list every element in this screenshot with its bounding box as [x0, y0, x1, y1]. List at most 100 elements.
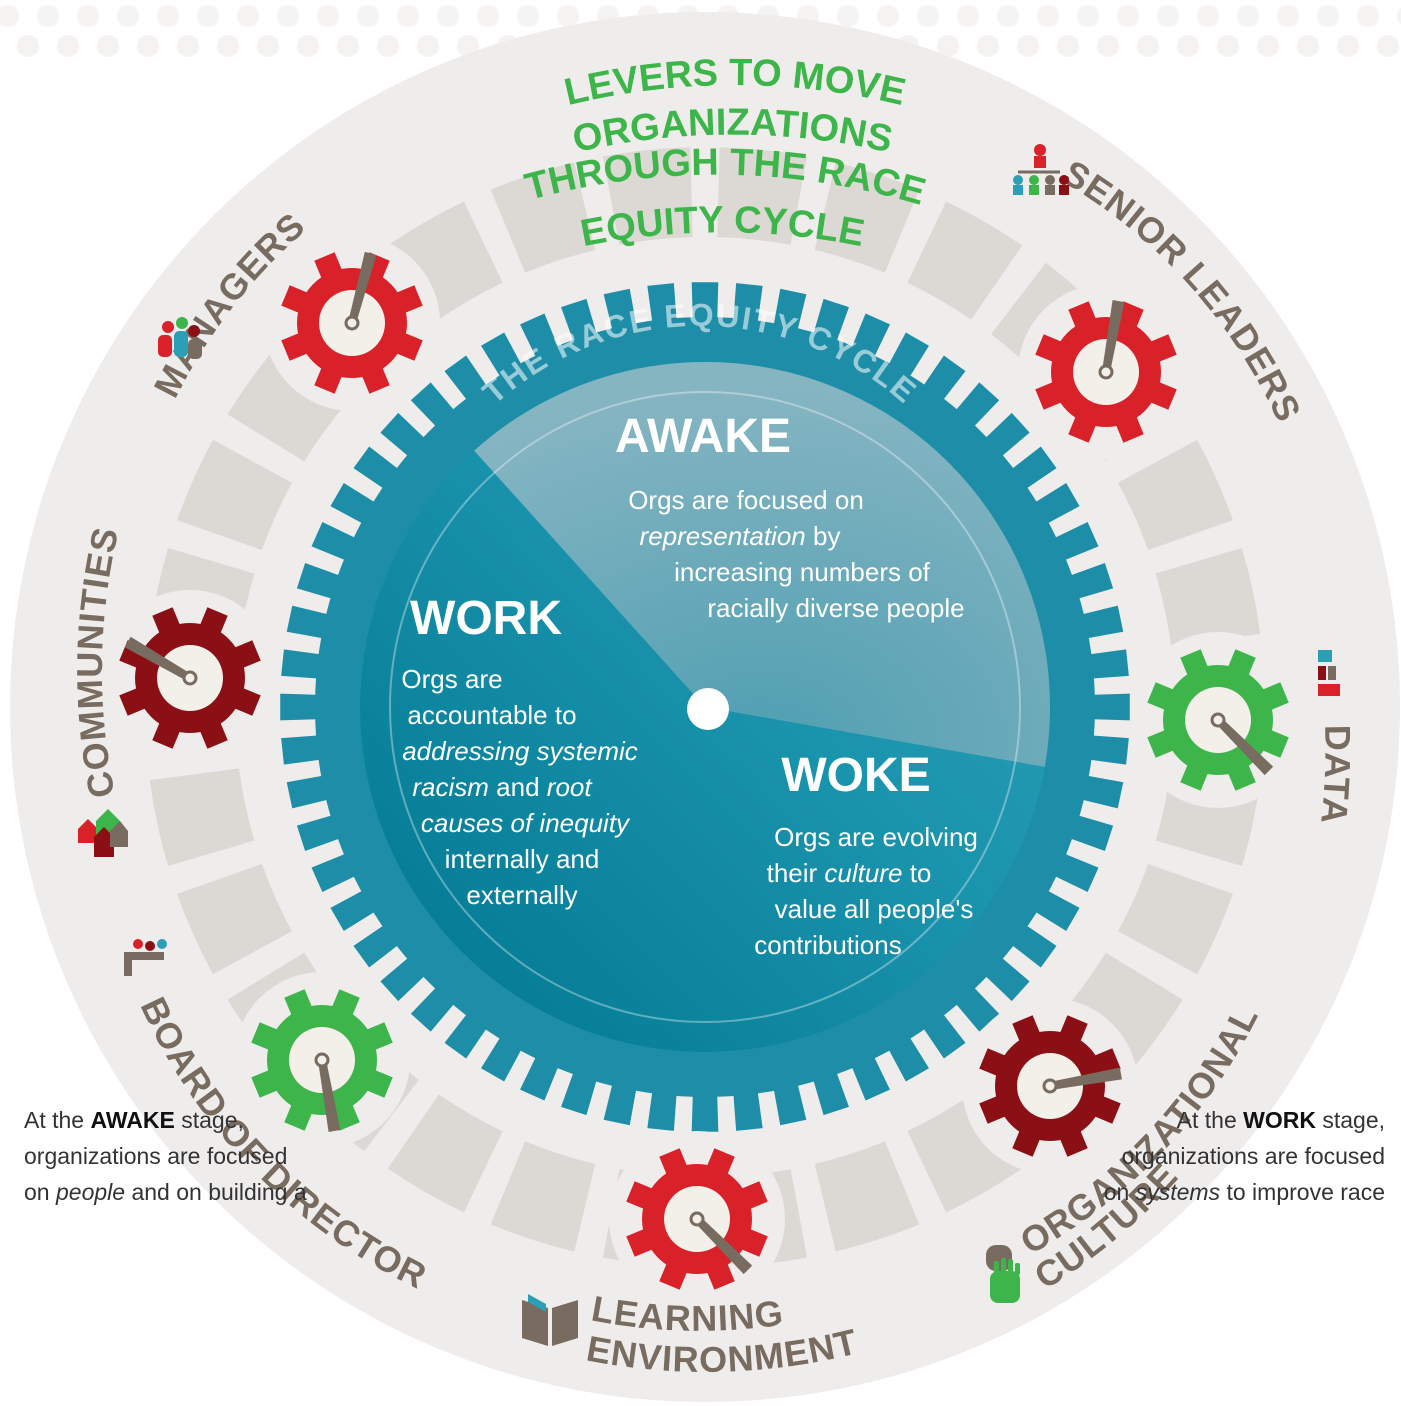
gear-pin: [1098, 364, 1114, 380]
gear-tooth: [812, 298, 849, 345]
dot: [57, 35, 79, 57]
gear-cog: [704, 1257, 735, 1290]
gear-pin: [689, 1211, 705, 1227]
dot: [997, 5, 1019, 27]
gear-cog: [228, 640, 261, 671]
gear-handle: [694, 1216, 753, 1275]
description-line: Orgs are focused on: [628, 485, 864, 515]
gear-tooth: [481, 332, 524, 380]
gear-handle: [1049, 1067, 1122, 1090]
gear-cog: [314, 252, 345, 285]
gear-tooth: [380, 412, 428, 459]
track-block: [1062, 952, 1183, 1071]
gear-tooth: [481, 1034, 524, 1082]
gear-handle: [348, 251, 377, 325]
description-line: externally: [466, 880, 577, 910]
gear-tooth: [953, 984, 1000, 1032]
gear-cog: [1180, 758, 1211, 791]
awake-note-line-1: At the AWAKE stage,: [24, 1107, 244, 1133]
track-block: [387, 1094, 503, 1213]
dot: [1017, 35, 1039, 57]
dot: [0, 5, 19, 27]
track-block: [490, 162, 596, 273]
gear-cog: [1147, 682, 1180, 713]
gear-cog: [1012, 1015, 1043, 1048]
track-block: [177, 863, 292, 975]
gear-tooth: [444, 355, 489, 403]
dot: [237, 5, 259, 27]
gear-cog: [1225, 758, 1256, 791]
dot: [277, 5, 299, 27]
dot: [517, 5, 539, 27]
dot: [377, 35, 399, 57]
dot: [877, 5, 899, 27]
gear-cog: [360, 1022, 393, 1053]
work-title: WORK: [410, 592, 562, 645]
gear-tooth: [1051, 522, 1099, 562]
description-line: contributions: [754, 930, 901, 960]
gear-tooth: [691, 282, 719, 323]
gear-tooth: [603, 1080, 637, 1126]
gear-tooth: [850, 313, 890, 361]
description-line: representation by: [640, 521, 841, 551]
dot: [77, 5, 99, 27]
lever-gears: [102, 235, 1306, 1307]
dot: [917, 5, 939, 27]
dot: [1377, 35, 1399, 57]
dot: [1157, 5, 1179, 27]
track-block: [490, 1141, 596, 1252]
gear-handle: [124, 636, 192, 682]
gear-tooth: [1032, 483, 1080, 526]
track-block: [1118, 863, 1233, 975]
lever-gear: [234, 972, 410, 1148]
gear-cog: [1144, 334, 1177, 365]
gear-tooth: [1009, 446, 1057, 491]
gear-tooth: [281, 649, 324, 679]
track-block: [387, 201, 503, 320]
gear-cog: [359, 361, 390, 394]
gear-tooth: [330, 483, 378, 526]
gear-cog: [1256, 727, 1289, 758]
dot: [1277, 5, 1299, 27]
dot: [177, 35, 199, 57]
gear-cog: [1012, 1124, 1043, 1157]
awake-title: AWAKE: [615, 410, 791, 463]
gear-tooth: [330, 888, 378, 931]
track-block: [814, 162, 920, 273]
gear-pin: [1210, 712, 1226, 728]
gear-tooth: [1009, 923, 1057, 968]
dot: [1257, 35, 1279, 57]
gear-tooth: [921, 1011, 966, 1059]
lever-gear: [1130, 632, 1306, 808]
center-dot: [687, 688, 729, 730]
gear-tooth: [982, 412, 1030, 459]
gear-cog: [152, 607, 183, 640]
gear-tooth: [1067, 814, 1114, 851]
dot: [17, 35, 39, 57]
dot: [217, 35, 239, 57]
work-note-line-2: organizations are focused: [1121, 1143, 1385, 1169]
gear-tooth: [733, 1088, 763, 1131]
gear-cog: [979, 1048, 1012, 1079]
hierarchy-icon: [1013, 144, 1069, 195]
dot: [317, 5, 339, 27]
gear-pin: [344, 315, 360, 331]
dot: [557, 5, 579, 27]
gear-tooth: [281, 735, 324, 765]
gear-tooth: [886, 332, 929, 380]
gear-cog: [284, 989, 315, 1022]
dot: [117, 5, 139, 27]
gear-cog: [1057, 1015, 1088, 1048]
gear-cog: [251, 1022, 284, 1053]
dot: [1097, 35, 1119, 57]
work-note-line-3: on systems to improve race: [1103, 1179, 1385, 1205]
gear-cog: [626, 1226, 659, 1257]
gear-cog: [659, 1257, 690, 1290]
gear-cog: [197, 607, 228, 640]
gear-cog: [1035, 379, 1068, 410]
dot: [1057, 35, 1079, 57]
gear-tooth: [773, 1080, 807, 1126]
gear-cog: [704, 1148, 735, 1181]
